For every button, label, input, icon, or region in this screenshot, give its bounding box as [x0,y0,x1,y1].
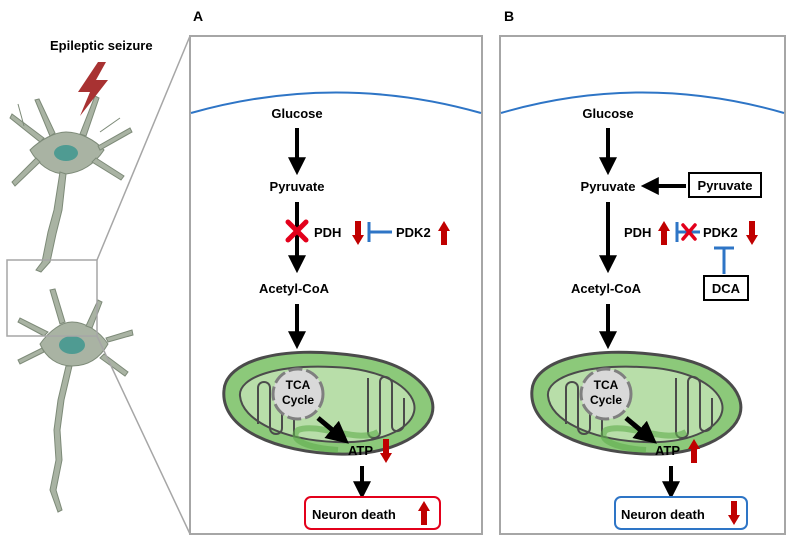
panel-a-glucose: Glucose [271,106,322,121]
panel-a-tca-line1: TCA [286,378,311,392]
dca-box [703,275,749,301]
panel-b-atp: ATP [655,443,680,458]
panel-b-frame [499,35,786,535]
pyruvate-box-b [688,172,762,198]
neuron-illustration: Epileptic seizure [6,35,191,535]
atp-down-arrow-icon [380,439,392,463]
panel-a-tca-line2: Cycle [282,393,314,407]
panel-b-dca: DCA [712,281,741,296]
seizure-label: Epileptic seizure [50,38,153,53]
lower-neuron-nucleus [59,336,85,354]
pdh-down-arrow-icon [352,221,364,245]
inhibition-blocked-icon [675,222,700,242]
atp-up-arrow-icon [688,439,700,463]
zoom-line-bottom [96,335,191,535]
pdk2-down-arrow-icon [746,221,758,245]
panel-b-pyruvate-box: Pyruvate [698,178,753,193]
panel-b-tca-line1: TCA [594,378,619,392]
panel-a-pyruvate: Pyruvate [270,179,325,194]
outcome-box-a [304,496,441,530]
panel-a-pdk2: PDK2 [396,225,431,240]
panel-a-frame [189,35,483,535]
synapse-zoom-box [6,259,98,337]
panel-a-membrane [190,91,482,114]
panel-a-letter: A [193,8,203,24]
panel-a-pdh: PDH [314,225,341,240]
panel-b-outcome: Neuron death [621,507,705,522]
tca-cycle-circle [271,367,325,421]
zoom-line-top [96,35,191,261]
panel-b-letter: B [504,8,514,24]
arrow-mito-atp-a [316,416,349,444]
outcome-down-arrow-icon [728,501,740,525]
panel-a-outcome: Neuron death [312,507,396,522]
panel-b-membrane [500,91,785,114]
upper-neuron [9,95,133,273]
pdk2-up-arrow-icon [438,221,450,245]
panel-b: B Glucose Pyruvate Pyruvate PDH PDK2 [499,8,786,535]
panel-a-acetyl-coa: Acetyl-CoA [259,281,330,296]
panel-a: A Glucose Pyruvate PDH PDK2 Acetyl-CoA [189,8,483,535]
outcome-box-b [614,496,748,530]
arrow-mito-atp-b [624,416,657,444]
pdh-up-arrow-icon [658,221,670,245]
upper-neuron-nucleus [54,145,78,161]
lower-neuron [17,288,134,513]
panel-b-pyruvate: Pyruvate [581,179,636,194]
panel-b-pdk2: PDK2 [703,225,738,240]
lightning-icon [78,62,108,116]
tca-cycle-circle-b [579,367,633,421]
panel-b-tca-line2: Cycle [590,393,622,407]
dca-inhibition-icon [714,246,734,274]
mitochondrion-a [222,350,435,456]
panel-a-atp: ATP [348,443,373,458]
inhibition-icon [367,222,392,242]
outcome-up-arrow-icon [418,501,430,525]
panel-b-glucose: Glucose [582,106,633,121]
panel-b-acetyl-coa: Acetyl-CoA [571,281,642,296]
block-cross-icon [285,219,309,243]
panel-b-pdh: PDH [624,225,651,240]
mitochondrion-b [530,350,743,456]
